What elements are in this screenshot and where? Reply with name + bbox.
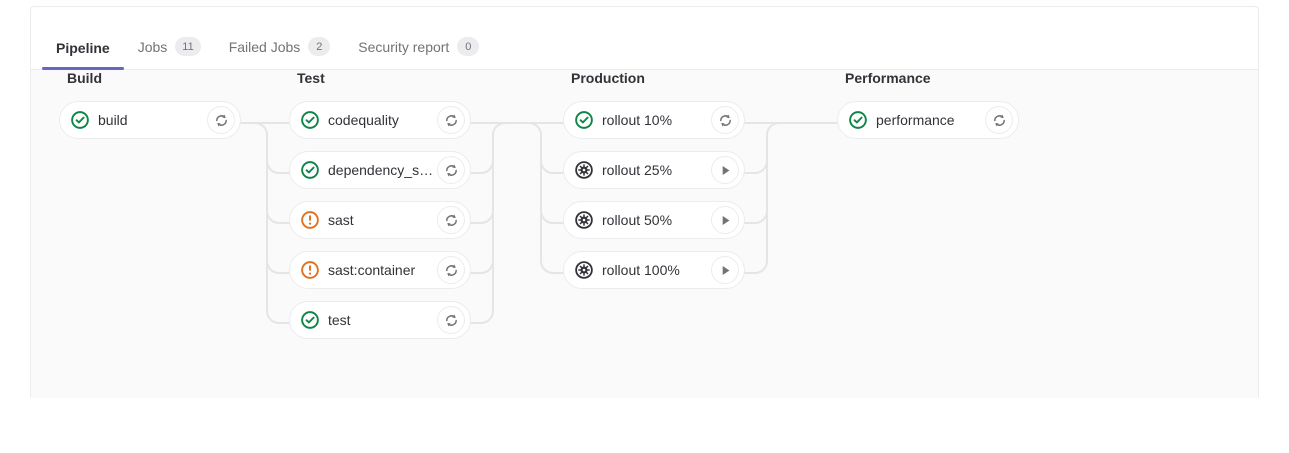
job-card[interactable]: sast:container [289,251,471,289]
tab-count-badge: 11 [175,37,201,56]
job-name: sast [328,212,354,228]
job-name: rollout 10% [602,112,673,128]
stage-title: Build [67,70,102,86]
job-name: test [328,312,351,328]
warning-circle-icon [301,211,319,229]
tab-label: Security report [358,38,450,55]
tab-jobs[interactable]: Jobs 11 [124,37,215,69]
check-circle-icon [575,111,593,129]
gear-circle-icon [575,261,593,279]
tab-label: Failed Jobs [228,38,301,55]
stage-performance: Performance performance [837,70,1019,151]
check-circle-icon [301,311,319,329]
check-circle-icon [301,111,319,129]
job-name: rollout 50% [602,212,673,228]
retry-job-button[interactable] [437,256,465,284]
tab-security-report[interactable]: Security report 0 [344,37,493,69]
check-circle-icon [849,111,867,129]
tab-label: Jobs [137,38,168,55]
pipeline-graph: Build build Test codequality dependency_s…sa… [31,70,1258,398]
stage-job-list: codequality dependency_s…sast sast:contain… [289,101,471,351]
stage-build: Build build [59,70,241,151]
job-card[interactable]: build [59,101,241,139]
job-card[interactable]: codequality [289,101,471,139]
tab-count-badge: 0 [457,37,480,56]
stage-title: Production [571,70,645,86]
retry-job-button[interactable] [437,156,465,184]
job-name: build [98,112,128,128]
play-job-button[interactable] [711,256,739,284]
job-name: dependency_s… [328,162,434,178]
gear-circle-icon [575,161,593,179]
check-circle-icon [301,161,319,179]
job-card[interactable]: rollout 100% [563,251,745,289]
stage-title: Performance [845,70,931,86]
retry-job-button[interactable] [985,106,1013,134]
play-job-button[interactable] [711,156,739,184]
stage-job-list: rollout 10% rollout 25% rollout 50% rollout… [563,101,745,301]
job-name: codequality [328,112,399,128]
pipeline-panel: Pipeline Jobs 11 Failed Jobs 2 Security repor… [30,6,1259,398]
job-card[interactable]: dependency_s… [289,151,471,189]
retry-job-button[interactable] [711,106,739,134]
retry-job-button[interactable] [207,106,235,134]
gear-circle-icon [575,211,593,229]
tab-pipeline[interactable]: Pipeline [42,40,124,70]
tab-count-badge: 2 [308,37,331,56]
tab-bar: Pipeline Jobs 11 Failed Jobs 2 Security repor… [31,7,1258,70]
play-job-button[interactable] [711,206,739,234]
stage-job-list: build [59,101,241,151]
retry-job-button[interactable] [437,106,465,134]
job-card[interactable]: rollout 25% [563,151,745,189]
tab-label: Pipeline [56,40,110,56]
stage-title: Test [297,70,325,86]
stage-test: Test codequality dependency_s…sast sast:con… [289,70,471,351]
job-card[interactable]: rollout 10% [563,101,745,139]
tab-failed-jobs[interactable]: Failed Jobs 2 [215,37,345,69]
stage-job-list: performance [837,101,1019,151]
job-name: sast:container [328,262,416,278]
job-name: rollout 25% [602,162,673,178]
retry-job-button[interactable] [437,306,465,334]
warning-circle-icon [301,261,319,279]
check-circle-icon [71,111,89,129]
job-card[interactable]: performance [837,101,1019,139]
retry-job-button[interactable] [437,206,465,234]
job-card[interactable]: rollout 50% [563,201,745,239]
job-card[interactable]: test [289,301,471,339]
job-name: rollout 100% [602,262,680,278]
job-card[interactable]: sast [289,201,471,239]
job-name: performance [876,112,955,128]
